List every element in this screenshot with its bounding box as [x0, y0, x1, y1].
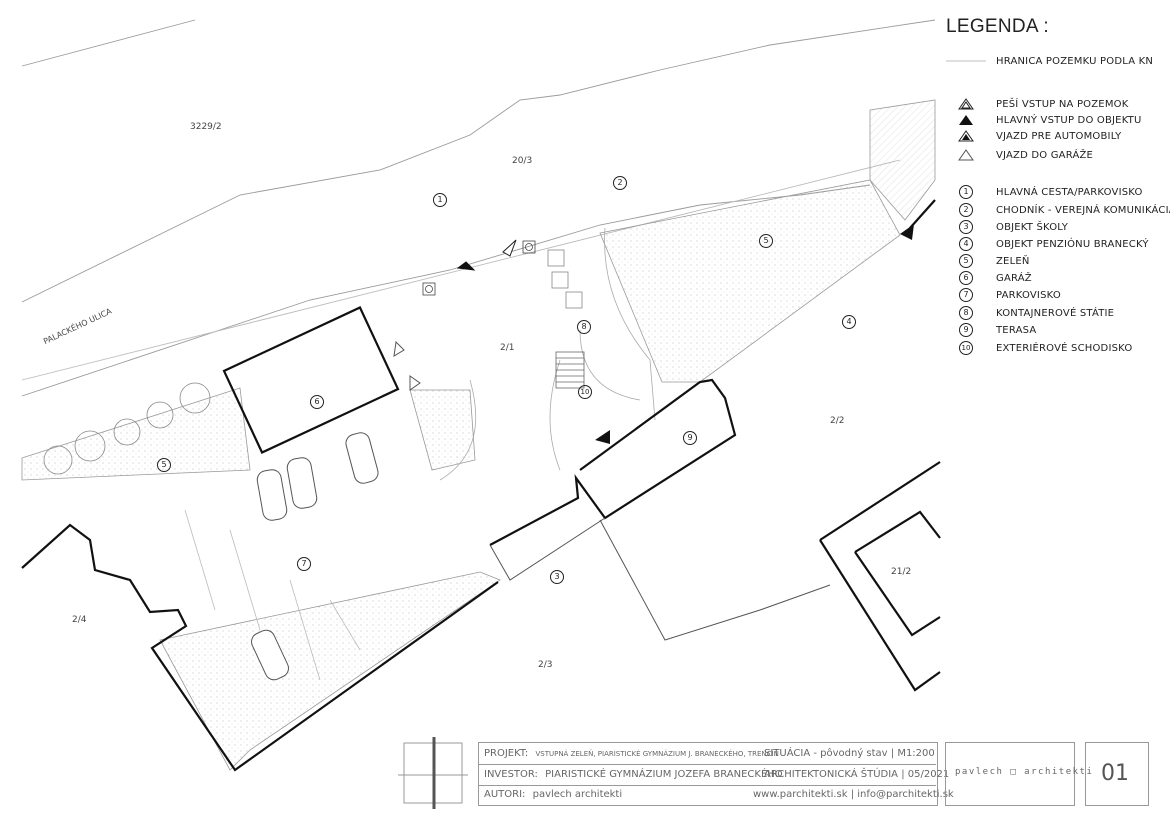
project-label: PROJEKT: — [484, 748, 529, 759]
legend-symbol-row: PEŠÍ VSTUP NA POZEMOK — [946, 96, 1128, 112]
container-bays — [547, 249, 583, 309]
plan-marker-5b: 5 — [157, 458, 171, 472]
authors-row: AUTORI: pavlech architekti — [484, 789, 622, 800]
legend-item-label: CHODNÍK - VEREJNÁ KOMUNIKÁCIA — [996, 204, 1170, 216]
sheet-number-box — [1085, 742, 1149, 806]
legend-title: LEGENDA : — [946, 16, 1050, 37]
legend-item-label: TERASA — [996, 324, 1037, 336]
boundary-line-icon — [946, 58, 986, 64]
legend-item-number: 9 — [959, 323, 973, 337]
plan-marker-7: 7 — [297, 557, 311, 571]
plan-marker-5a: 5 — [759, 234, 773, 248]
legend-item-label: EXTERIÉROVÉ SCHODISKO — [996, 342, 1133, 354]
legend-item-number: 2 — [959, 203, 973, 217]
legend-symbol-label: HLAVNÝ VSTUP DO OBJEKTU — [996, 114, 1142, 126]
logo-box — [945, 742, 1075, 806]
crosshair-mark — [398, 737, 468, 809]
legend-item-label: GARÁŽ — [996, 272, 1032, 284]
parking-lines — [184, 509, 361, 681]
legend-symbol-label: VJAZD DO GARÁŽE — [996, 149, 1094, 161]
parcel-label-21-2: 21/2 — [891, 567, 912, 577]
sheet-info: SITUÁCIA - pôvodný stav | M1:200 — [764, 748, 935, 759]
legend-symbol-label: PEŠÍ VSTUP NA POZEMOK — [996, 98, 1129, 110]
legend-item-number: 4 — [959, 237, 973, 251]
legend-item: 9 TERASA — [946, 322, 1036, 338]
authors-name: pavlech architekti — [532, 789, 623, 800]
parcel-label-2-4: 2/4 — [72, 615, 87, 625]
double-outline-triangle-icon — [946, 98, 986, 110]
plan-marker-8: 8 — [577, 320, 591, 334]
authors-label: AUTORI: — [484, 789, 526, 800]
sheet-number: 01 — [1101, 761, 1129, 786]
study-info: ARCHITEKTONICKÁ ŠTÚDIA | 05/2021 — [764, 769, 950, 780]
legend-item: 2 CHODNÍK - VEREJNÁ KOMUNIKÁCIA — [946, 202, 1170, 218]
legend-item-label: PARKOVISKO — [996, 289, 1061, 301]
legend-symbol-label: VJAZD PRE AUTOMOBILY — [996, 130, 1122, 142]
legend-symbol-row: VJAZD DO GARÁŽE — [946, 147, 1093, 163]
legend-item-number: 7 — [959, 288, 973, 302]
parcel-label-2-2: 2/2 — [830, 416, 845, 426]
parcel-label-2-1: 2/1 — [500, 343, 515, 353]
legend-item-number: 6 — [959, 271, 973, 285]
property-boundary — [21, 199, 941, 772]
project-name: VSTUPNÁ ZELEŇ, PIARISTICKÉ GYMNÁZIUM J. … — [535, 750, 779, 758]
plan-marker-2: 2 — [613, 176, 627, 190]
architect-logo: pavlech □ architekti — [955, 767, 1094, 777]
legend-item: 3 OBJEKT ŠKOLY — [946, 219, 1068, 235]
legend: LEGENDA : HRANICA POZEMKU PODLA KN PEŠÍ … — [946, 16, 1170, 355]
outline-triangle-icon — [946, 149, 986, 161]
legend-boundary: HRANICA POZEMKU PODLA KN — [946, 53, 1153, 69]
parcel-label-20-3: 20/3 — [512, 156, 533, 166]
legend-item-label: HLAVNÁ CESTA/PARKOVISKO — [996, 186, 1143, 198]
plan-marker-1: 1 — [433, 193, 447, 207]
parcel-label-3229-2: 3229/2 — [190, 122, 222, 132]
legend-item-number: 3 — [959, 220, 973, 234]
legend-item-label: KONTAJNEROVÉ STÁTIE — [996, 307, 1115, 319]
parcel-label-2-3: 2/3 — [538, 660, 553, 670]
lamp-icons — [422, 240, 536, 296]
project-row: PROJEKT: VSTUPNÁ ZELEŇ, PIARISTICKÉ GYMN… — [484, 748, 779, 759]
title-block-divider — [478, 764, 936, 786]
filled-triangle-icon — [946, 114, 986, 126]
legend-symbol-row: HLAVNÝ VSTUP DO OBJEKTU — [946, 112, 1142, 128]
tree-icons — [43, 382, 211, 475]
car-icons — [251, 432, 379, 681]
title-block-frame — [478, 742, 938, 806]
investor-label: INVESTOR: — [484, 769, 538, 780]
legend-item: 8 KONTAJNEROVÉ STÁTIE — [946, 305, 1114, 321]
plan-marker-10: 10 — [578, 385, 592, 399]
green-areas — [21, 99, 936, 771]
investor-name: PIARISTICKÉ GYMNÁZIUM JOZEFA BRANECKÉHO — [545, 769, 783, 780]
legend-item-label: OBJEKT ŠKOLY — [996, 221, 1069, 233]
legend-symbol-row: VJAZD PRE AUTOMOBILY — [946, 128, 1121, 144]
plan-marker-6: 6 — [310, 395, 324, 409]
legend-item: 4 OBJEKT PENZIÓNU BRANECKÝ — [946, 236, 1149, 252]
legend-item: 1 HLAVNÁ CESTA/PARKOVISKO — [946, 184, 1143, 200]
entrance-markers — [393, 224, 914, 444]
outlined-filled-triangle-icon — [946, 130, 986, 142]
legend-item: 7 PARKOVISKO — [946, 287, 1061, 303]
legend-item: 6 GARÁŽ — [946, 270, 1032, 286]
legend-item-number: 10 — [959, 341, 973, 355]
legend-item-number: 5 — [959, 254, 973, 268]
plan-marker-9: 9 — [683, 431, 697, 445]
legend-item-number: 8 — [959, 306, 973, 320]
legend-item-number: 1 — [959, 185, 973, 199]
school-outline — [489, 517, 831, 641]
legend-boundary-label: HRANICA POZEMKU PODLA KN — [996, 55, 1154, 67]
legend-item: 10 EXTERIÉROVÉ SCHODISKO — [946, 340, 1132, 356]
legend-item-label: ZELEŇ — [996, 255, 1030, 267]
exterior-stairs — [555, 351, 585, 389]
legend-item: 5 ZELEŇ — [946, 253, 1030, 269]
investor-row: INVESTOR: PIARISTICKÉ GYMNÁZIUM JOZEFA B… — [484, 769, 783, 780]
plan-marker-4: 4 — [842, 315, 856, 329]
contact-info: www.parchitekti.sk | info@parchitekti.sk — [753, 789, 954, 800]
legend-item-label: OBJEKT PENZIÓNU BRANECKÝ — [996, 238, 1149, 250]
road-lines — [21, 19, 936, 397]
plan-marker-3: 3 — [550, 570, 564, 584]
